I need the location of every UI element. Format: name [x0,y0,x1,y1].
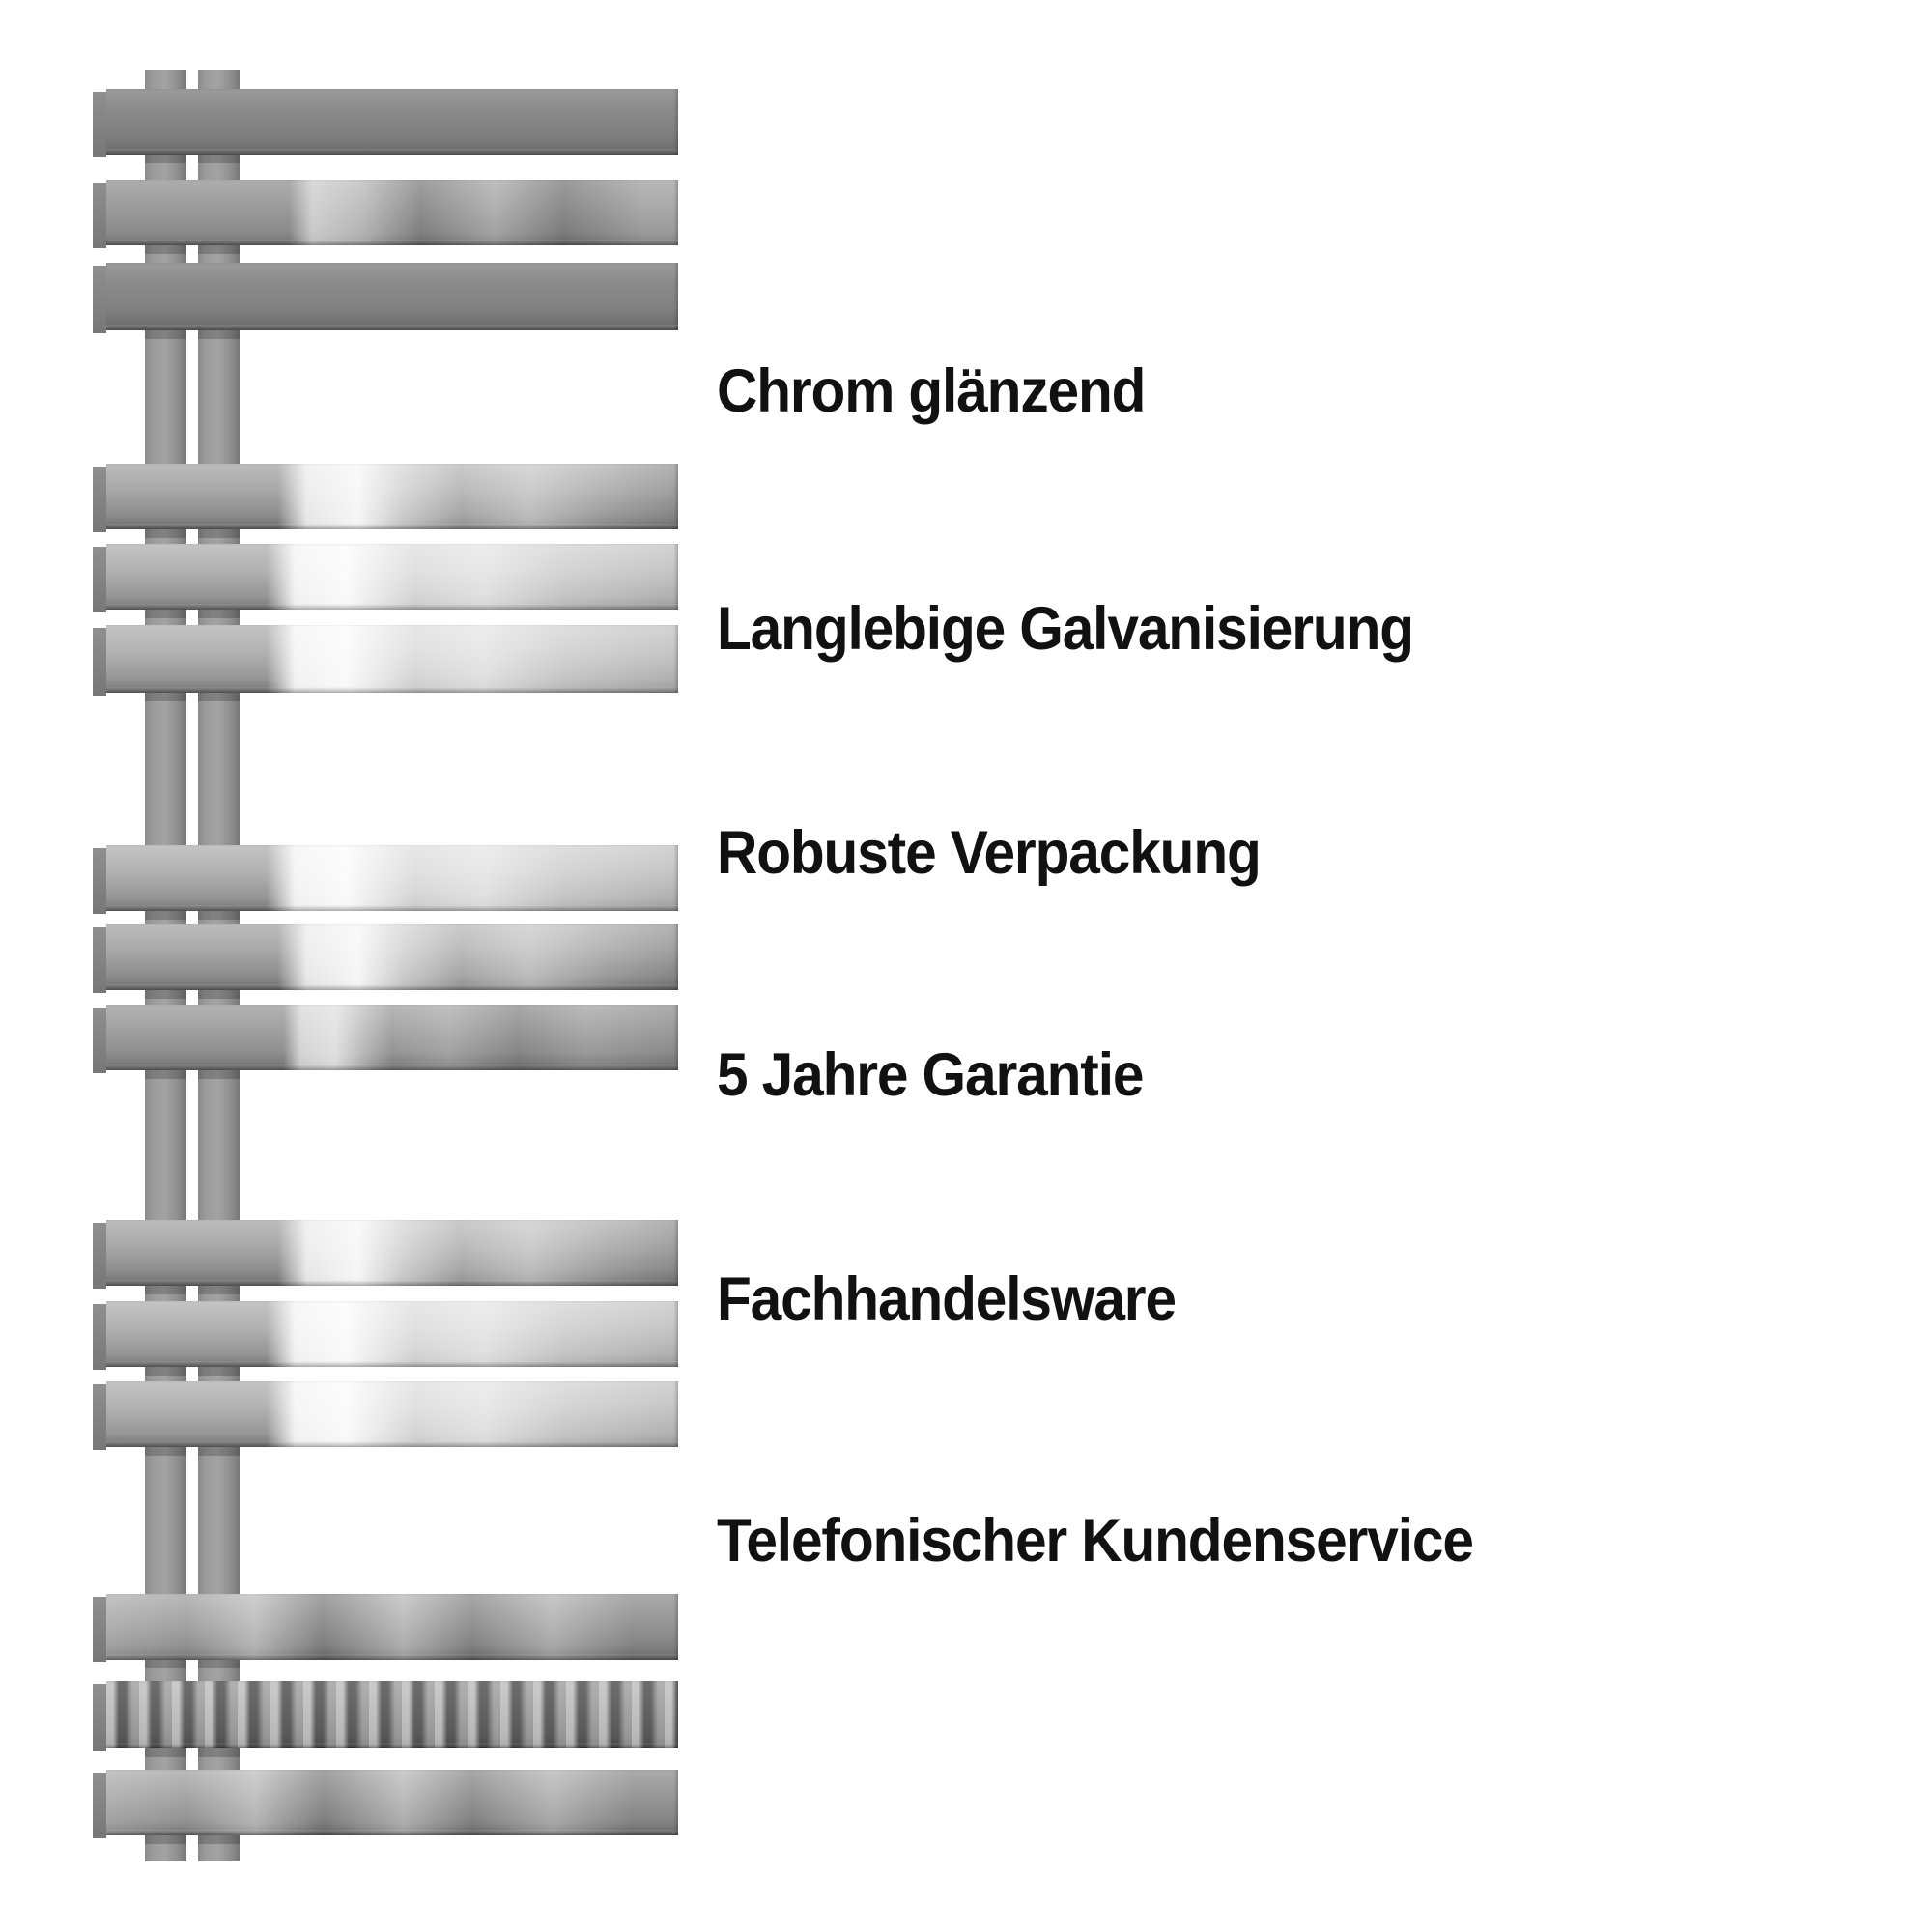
feature-label-2: Robuste Verpackung [717,819,1262,887]
radiator-bar-5 [93,625,678,696]
radiator-post-shadow-9-0 [145,1286,186,1294]
feature-item-0: Chrom glänzend [717,357,1146,425]
radiator-bar-4 [93,544,678,612]
radiator-bar-1 [93,180,678,248]
feature-item-3: 5 Jahre Garantie [717,1041,1144,1109]
feature-list: Chrom glänzend Langlebige Galvanisierung… [717,0,1932,1932]
radiator-post-shadow-13-1 [198,1748,240,1757]
feature-item-1: Langlebige Galvanisierung [717,595,1414,663]
radiator-bar-2 [93,263,678,333]
product-image-chrome-radiator [0,0,705,1932]
radiator-post-shadow-6-0 [145,911,186,920]
radiator-post-shadow-10-1 [198,1367,240,1376]
radiator-post-shadow-12-0 [145,1660,186,1668]
radiator-post-shadow-4-1 [198,610,240,618]
radiator-bar-9 [93,1220,678,1289]
feature-item-2: Robuste Verpackung [717,819,1262,887]
radiator-bar-0 [93,89,678,157]
radiator-bar-13 [93,1681,678,1751]
radiator-post-shadow-2-1 [198,330,240,339]
radiator-post-shadow-5-0 [145,693,186,701]
radiator-bar-12 [93,1594,678,1662]
radiator-post-shadow-7-0 [145,990,186,999]
radiator-post-shadow-11-1 [198,1447,240,1456]
radiator-post-shadow-1-1 [198,245,240,254]
radiator-post-shadow-14-0 [145,1835,186,1844]
feature-label-3: 5 Jahre Garantie [717,1041,1144,1109]
radiator-bar-14 [93,1770,678,1838]
radiator-post-shadow-8-0 [145,1070,186,1079]
radiator-post-shadow-0-1 [198,155,240,163]
radiator-post-shadow-13-0 [145,1748,186,1757]
feature-item-4: Fachhandelsware [717,1265,1177,1333]
feature-label-1: Langlebige Galvanisierung [717,595,1414,663]
feature-label-0: Chrom glänzend [717,357,1146,425]
feature-item-5: Telefonischer Kundenservice [717,1507,1474,1575]
radiator-bar-11 [93,1381,678,1450]
radiator-post-shadow-12-1 [198,1660,240,1668]
radiator-post-shadow-1-0 [145,245,186,254]
radiator-bar-3 [93,464,678,532]
feature-label-4: Fachhandelsware [717,1265,1177,1333]
radiator-post-shadow-3-1 [198,529,240,538]
radiator-post-shadow-3-0 [145,529,186,538]
radiator-post-shadow-4-0 [145,610,186,618]
radiator-bar-6 [93,845,678,914]
radiator-bar-8 [93,1005,678,1073]
radiator-bar-7 [93,924,678,993]
radiator-post-shadow-0-0 [145,155,186,163]
radiator-post-shadow-9-1 [198,1286,240,1294]
radiator-post-shadow-2-0 [145,330,186,339]
feature-label-5: Telefonischer Kundenservice [717,1507,1474,1575]
radiator-post-shadow-5-1 [198,693,240,701]
radiator-post-shadow-7-1 [198,990,240,999]
radiator-bar-10 [93,1301,678,1370]
radiator-post-shadow-14-1 [198,1835,240,1844]
radiator-post-shadow-11-0 [145,1447,186,1456]
radiator-post-shadow-6-1 [198,911,240,920]
radiator-post-shadow-8-1 [198,1070,240,1079]
radiator-post-shadow-10-0 [145,1367,186,1376]
